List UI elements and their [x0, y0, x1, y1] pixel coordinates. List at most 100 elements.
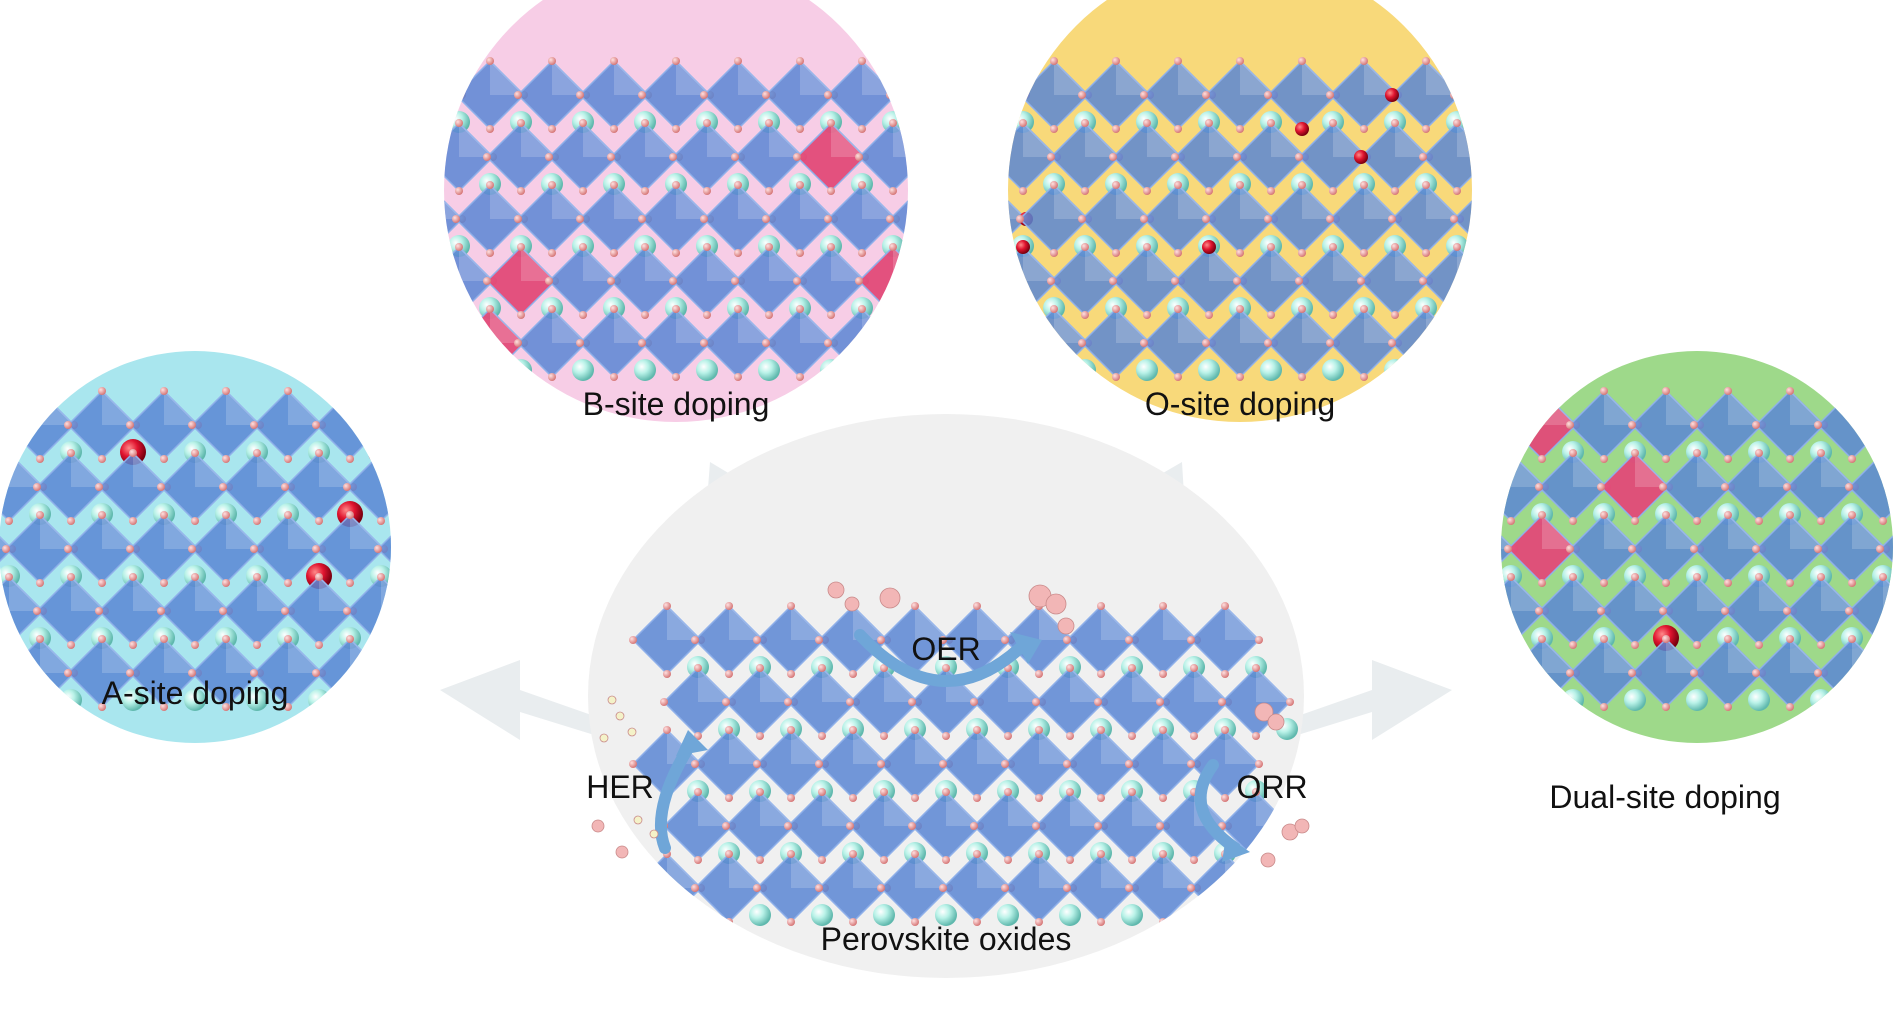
oxygen-atom: [1848, 703, 1856, 711]
oxygen-dopant: [1295, 122, 1309, 136]
oxygen-dopant: [1385, 88, 1399, 102]
oxygen-atom: [1453, 119, 1461, 127]
oxygen-atom: [970, 698, 978, 706]
a-site-atom: [1508, 359, 1530, 381]
oxygen-atom: [920, 181, 928, 189]
oxygen-atom: [1690, 545, 1698, 553]
oxygen-atom: [1205, 311, 1213, 319]
oxygen-atom: [452, 215, 460, 223]
oxygen-atom: [1097, 918, 1105, 926]
oxygen-atom: [67, 517, 75, 525]
oxygen-atom: [815, 636, 823, 644]
oxygen-atom: [1755, 573, 1763, 581]
oxygen-atom: [1538, 455, 1546, 463]
octahedron-facet: [1209, 123, 1243, 157]
oxygen-atom: [219, 607, 227, 615]
oxygen-atom: [753, 760, 761, 768]
oer-label: OER: [911, 631, 980, 667]
octahedron-facet: [226, 639, 260, 673]
octahedron-facet: [1085, 247, 1119, 281]
oxygen-atom: [377, 517, 385, 525]
oxygen-atom: [703, 187, 711, 195]
oxygen-atom: [405, 607, 413, 615]
oxygen-atom: [1001, 760, 1009, 768]
oxygen-atom: [8, 669, 16, 677]
oxygen-atom: [1050, 181, 1058, 189]
octahedron-facet: [1519, 123, 1553, 157]
oxygen-atom: [455, 187, 463, 195]
oxygen-atom: [548, 57, 556, 65]
oxygen-atom: [1252, 856, 1260, 864]
oxygen-atom: [1159, 602, 1167, 610]
gas-molecule: [1267, 713, 1285, 731]
oxygen-atom: [1128, 788, 1136, 796]
oxygen-atom: [985, 153, 993, 161]
oxygen-atom: [756, 788, 764, 796]
oxygen-atom: [548, 181, 556, 189]
oxygen-atom: [1473, 483, 1481, 491]
octahedron-facet: [977, 606, 1011, 640]
oxygen-atom: [1484, 249, 1492, 257]
oxygen-atom: [514, 215, 522, 223]
oxygen-atom: [787, 918, 795, 926]
octahedron-facet: [1426, 61, 1460, 95]
oxygen-atom: [284, 455, 292, 463]
a-site-atom: [1322, 359, 1344, 381]
oxygen-atom: [1063, 884, 1071, 892]
octahedron-facet: [459, 247, 493, 281]
octahedron-facet: [1852, 515, 1886, 549]
a-site-atom: [1508, 235, 1530, 257]
oxygen-atom: [1140, 91, 1148, 99]
oxygen-atom: [1538, 703, 1546, 711]
octahedron-facet: [1008, 61, 1026, 95]
octahedron-facet: [1364, 61, 1398, 95]
a-site-atom: [758, 359, 780, 381]
octahedron-facet: [1790, 515, 1824, 549]
oxygen-atom: [126, 669, 134, 677]
oxygen-atom: [793, 153, 801, 161]
oxygen-atom: [1510, 421, 1518, 429]
octahedron-facet: [915, 730, 949, 764]
octahedron-facet: [1883, 453, 1893, 487]
oxygen-atom: [36, 387, 44, 395]
octahedron-facet: [1070, 668, 1104, 702]
oxygen-atom: [1755, 449, 1763, 457]
oxygen-atom: [1360, 125, 1368, 133]
oxygen-atom: [1221, 794, 1229, 802]
oxygen-atom: [954, 91, 962, 99]
oxygen-atom: [849, 918, 857, 926]
oxygen-atom: [1066, 788, 1074, 796]
oxygen-atom: [818, 732, 826, 740]
oxygen-atom: [346, 635, 354, 643]
octahedron-facet: [102, 391, 136, 425]
oxygen-atom: [473, 483, 481, 491]
oxygen-atom: [1507, 573, 1515, 581]
panel-o-site-label: O-site doping: [1145, 386, 1335, 422]
octahedron-facet: [667, 606, 701, 640]
oxygen-atom: [923, 153, 931, 161]
oxygen-atom: [818, 856, 826, 864]
oxygen-atom: [455, 311, 463, 319]
octahedron-facet: [800, 185, 834, 219]
octahedron-facet: [729, 854, 763, 888]
oxygen-dopant: [1016, 240, 1030, 254]
oxygen-atom: [284, 703, 292, 711]
oxygen-atom: [1786, 511, 1794, 519]
oxygen-atom: [889, 187, 897, 195]
oxygen-atom: [36, 455, 44, 463]
oxygen-atom: [95, 483, 103, 491]
oxygen-atom: [424, 373, 432, 381]
oxygen-atom: [1267, 243, 1275, 251]
octahedron-facet: [946, 792, 980, 826]
oxygen-atom: [1264, 339, 1272, 347]
oxygen-atom: [691, 760, 699, 768]
oxygen-atom: [731, 277, 739, 285]
oxygen-atom: [1786, 455, 1794, 463]
oxygen-atom: [973, 918, 981, 926]
octahedron-facet: [164, 515, 198, 549]
oxygen-atom: [1156, 822, 1164, 830]
oxygen-atom: [517, 311, 525, 319]
octahedron-facet: [1426, 185, 1460, 219]
oxygen-atom: [377, 641, 385, 649]
oxygen-atom: [191, 573, 199, 581]
